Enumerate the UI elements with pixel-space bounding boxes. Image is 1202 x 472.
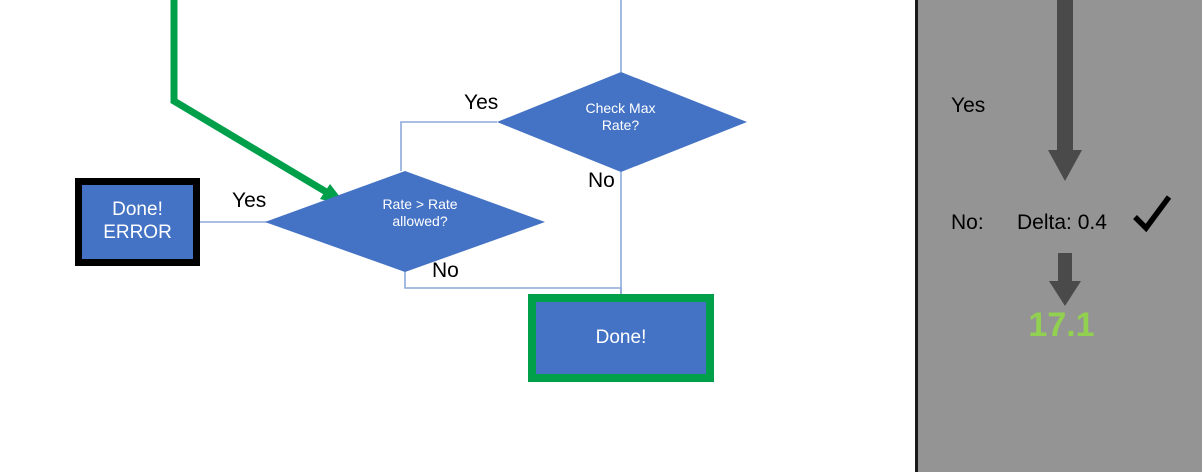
arrow-down-short-icon xyxy=(1049,253,1081,306)
side-panel-arrows xyxy=(1048,0,1082,306)
connector-maxrate-yes-to-rate xyxy=(400,121,497,171)
decision-max-rate-check[interactable] xyxy=(497,72,747,172)
edge-label-no-from-max-rate: No xyxy=(588,169,615,192)
flowchart-connectors xyxy=(170,0,747,296)
edge-label-no-from-rate: No xyxy=(432,259,459,282)
highlight-path-green xyxy=(170,0,340,203)
flowchart-region: Rate > Rate allowed? Check Max Rate? Don… xyxy=(75,0,747,382)
panel-no-label: No: xyxy=(951,211,984,234)
process-done[interactable]: Done! xyxy=(528,294,714,382)
decision-rate-check[interactable] xyxy=(265,171,545,272)
panel-yes-label: Yes xyxy=(951,94,986,117)
process-done-error[interactable]: Done! ERROR xyxy=(75,178,200,266)
panel-result-value: 17.1 xyxy=(1028,306,1095,344)
checkmark-icon xyxy=(1133,195,1172,233)
side-panel: Yes No: Delta: 0.4 17.1 xyxy=(915,0,1202,472)
arrow-down-long-icon xyxy=(1048,0,1082,181)
edge-label-yes-from-max-rate: Yes xyxy=(464,91,499,114)
edge-label-yes-to-done-error: Yes xyxy=(232,189,267,212)
panel-delta-value: Delta: 0.4 xyxy=(1017,211,1107,234)
